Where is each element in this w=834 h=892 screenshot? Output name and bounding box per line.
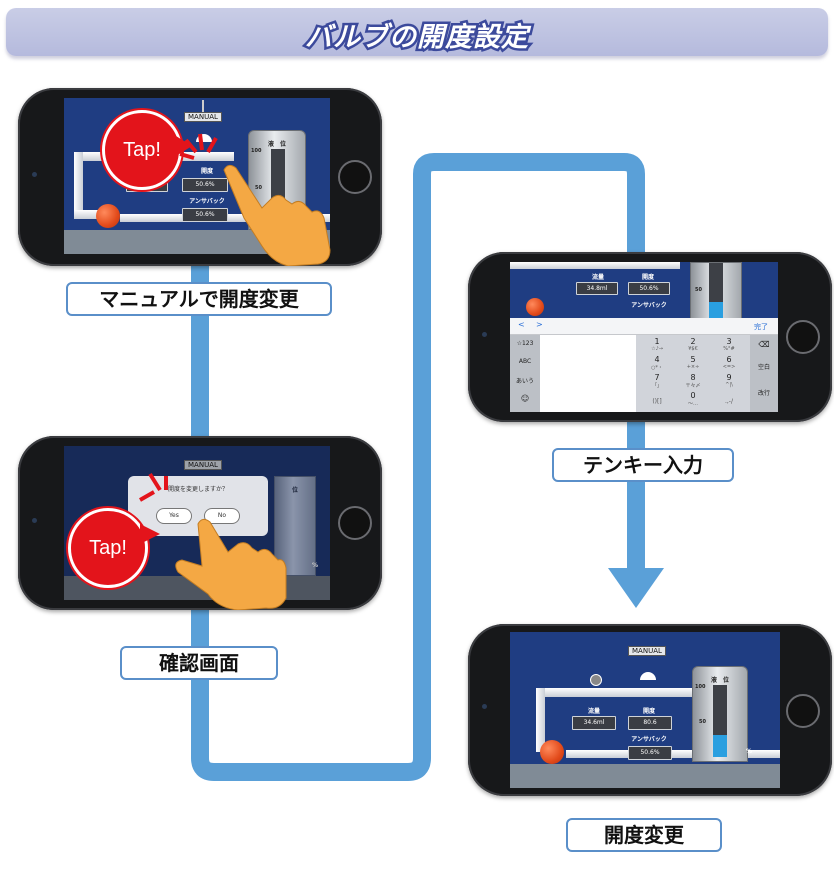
scada-screen-4: MANUAL 流量 34.6ml 開度 80.6 アンサバック 50.6% 液 … — [510, 632, 780, 788]
caption-step1: マニュアルで開度変更 — [66, 282, 332, 316]
num-key-sub: 〜… — [678, 400, 708, 407]
tap-marker: Tap! — [68, 508, 148, 588]
tap-marker: Tap! — [102, 110, 182, 190]
flow-label: 流量 — [574, 706, 614, 715]
num-key[interactable]: 6 — [714, 355, 744, 364]
key-brackets[interactable]: ()[] — [642, 398, 672, 405]
key-return[interactable]: 改行 — [750, 388, 778, 397]
manual-label: MANUAL — [184, 460, 222, 470]
phone-step3: 流量 34.8ml 開度 50.6% アンサバック 50 < > 完了 ☆123… — [468, 252, 832, 422]
open-value[interactable]: 80.6 — [628, 716, 672, 730]
valve-stem — [202, 100, 204, 112]
num-key-sub: <=> — [714, 364, 744, 370]
scada-screen-3: 流量 34.8ml 開度 50.6% アンサバック 50 < > 完了 ☆123… — [510, 262, 778, 412]
tap-burst — [136, 472, 172, 506]
manual-label: MANUAL — [628, 646, 666, 656]
tank-label: 液 位 — [249, 139, 305, 148]
pipe — [536, 688, 696, 697]
num-key[interactable]: 7 — [642, 373, 672, 382]
answer-label: アンサバック — [624, 300, 674, 309]
keyboard-blank-area — [540, 335, 636, 412]
key-kana[interactable]: あいう — [510, 376, 540, 385]
phone-step4: MANUAL 流量 34.6ml 開度 80.6 アンサバック 50.6% 液 … — [468, 624, 832, 796]
home-button[interactable] — [786, 694, 820, 728]
pipe — [74, 152, 83, 214]
hand-pointer-icon — [168, 516, 288, 610]
camera-dot — [32, 172, 37, 177]
tick-100: 100 — [251, 148, 261, 154]
backspace-icon[interactable]: ⌫ — [750, 340, 778, 349]
open-value[interactable]: 50.6% — [628, 282, 670, 295]
pipe — [510, 262, 680, 269]
num-key-sub: ¥$€ — [678, 346, 708, 352]
flow-value: 34.6ml — [572, 716, 616, 730]
num-key[interactable]: 9 — [714, 373, 744, 382]
flow-arrow-head — [608, 568, 664, 608]
valve-actuator — [640, 672, 656, 680]
tank-label: 液 位 — [693, 675, 747, 684]
tank: 液 位 100 50 — [692, 666, 748, 762]
answer-label: アンサバック — [622, 734, 676, 743]
key-abc[interactable]: ABC — [510, 358, 540, 365]
num-key-sub: ^|\ — [714, 382, 744, 388]
unit: % — [746, 748, 752, 755]
home-button[interactable] — [338, 506, 372, 540]
manual-label: MANUAL — [184, 112, 222, 122]
pump — [526, 298, 544, 316]
flow-meter-icon — [590, 674, 602, 686]
unit: % — [312, 562, 318, 569]
caption-step4: 開度変更 — [566, 818, 722, 852]
caption-step2: 確認画面 — [120, 646, 278, 680]
key-symbols[interactable]: ☆123 — [510, 340, 540, 347]
keyboard-toolbar: < > 完了 — [510, 318, 778, 335]
num-key[interactable]: 8 — [678, 373, 708, 382]
done-button[interactable]: 完了 — [754, 322, 768, 332]
numeric-keyboard: < > 完了 ☆123 ABC あいう ☺ ⌫ 空白 改行 1 ☆♪→ 2 ¥$… — [510, 318, 778, 412]
num-key-sub: 〒々〆 — [678, 382, 708, 389]
num-key[interactable]: 4 — [642, 355, 672, 364]
level-gauge — [709, 263, 723, 321]
num-key-sub: ○*・ — [642, 364, 672, 371]
phone-step2: MANUAL 位 % 開度を変更しますか？ Yes No Tap! — [18, 436, 382, 610]
num-key-sub: +×÷ — [678, 364, 708, 370]
num-key[interactable]: 5 — [678, 355, 708, 364]
next-arrow-icon[interactable]: > — [536, 320, 543, 329]
tank-label: 位 — [275, 485, 315, 494]
answer-value: 50.6% — [628, 746, 672, 760]
tap-pointer — [140, 524, 160, 544]
prev-arrow-icon[interactable]: < — [518, 320, 525, 329]
home-button[interactable] — [786, 320, 820, 354]
num-key[interactable]: 2 — [678, 337, 708, 346]
pump — [540, 740, 564, 764]
camera-dot — [482, 332, 487, 337]
flow-value: 34.8ml — [576, 282, 618, 295]
open-label: 開度 — [628, 272, 668, 281]
level-fill — [713, 735, 727, 757]
num-key[interactable]: 3 — [714, 337, 744, 346]
flow-label: 流量 — [578, 272, 618, 281]
open-label: 開度 — [624, 706, 674, 715]
num-key-sub: 「」 — [642, 382, 672, 389]
level-gauge — [713, 685, 727, 757]
hand-pointer-icon — [214, 158, 334, 266]
tick-50: 50 — [699, 719, 706, 725]
num-key-sub: ☆♪→ — [642, 346, 672, 352]
floor — [510, 764, 780, 788]
pump — [96, 204, 120, 228]
num-key[interactable]: 1 — [642, 337, 672, 346]
emoji-icon[interactable]: ☺ — [510, 394, 540, 403]
camera-dot — [32, 518, 37, 523]
caption-step3: テンキー入力 — [552, 448, 734, 482]
key-space[interactable]: 空白 — [750, 362, 778, 371]
tick-50: 50 — [695, 287, 702, 293]
key-punct[interactable]: .,-/ — [714, 398, 744, 405]
home-button[interactable] — [338, 160, 372, 194]
camera-dot — [482, 704, 487, 709]
num-key[interactable]: 0 — [678, 391, 708, 400]
tank: 50 — [690, 262, 742, 324]
phone-step1: MANUAL 34.9ml 開度 50.6% アンサバック 50.6% 液 位 … — [18, 88, 382, 266]
num-key-sub: %°# — [714, 346, 744, 352]
tick-100: 100 — [695, 684, 705, 690]
